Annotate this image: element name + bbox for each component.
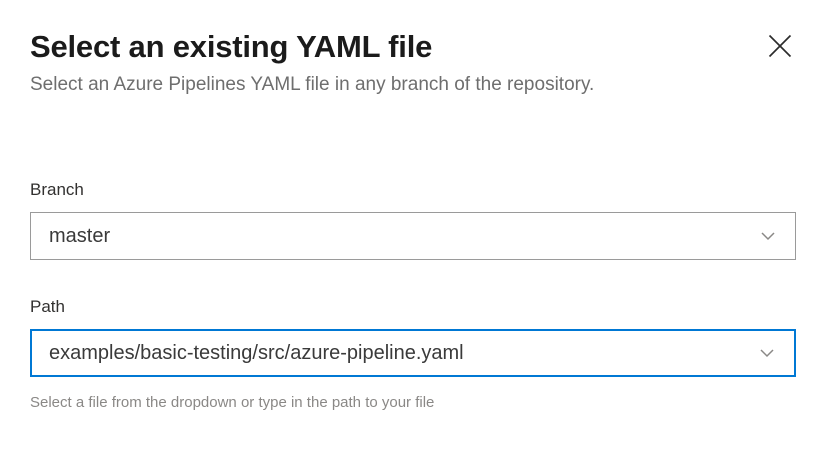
title-row: Select an existing YAML file bbox=[30, 28, 796, 66]
panel-header: Select an existing YAML file Select an A… bbox=[30, 28, 796, 101]
close-icon bbox=[766, 32, 794, 60]
chevron-down-icon bbox=[756, 342, 778, 364]
path-hint: Select a file from the dropdown or type … bbox=[30, 394, 435, 411]
path-field: Path examples/basic-testing/src/azure-pi… bbox=[30, 295, 796, 413]
page-title: Select an existing YAML file bbox=[30, 29, 433, 64]
branch-label: Branch bbox=[30, 180, 84, 199]
path-label: Path bbox=[30, 297, 65, 316]
close-button[interactable] bbox=[760, 26, 800, 66]
branch-value: master bbox=[49, 225, 111, 247]
branch-combobox[interactable]: master bbox=[30, 212, 796, 260]
path-combobox[interactable]: examples/basic-testing/src/azure-pipelin… bbox=[30, 329, 796, 377]
chevron-down-icon bbox=[757, 225, 779, 247]
yaml-file-form: Branch master Path examples/basic-testin… bbox=[30, 178, 796, 413]
field-spacer bbox=[30, 260, 796, 295]
branch-field: Branch master bbox=[30, 178, 796, 260]
path-value: examples/basic-testing/src/azure-pipelin… bbox=[49, 342, 464, 364]
panel-subtitle: Select an Azure Pipelines YAML file in a… bbox=[30, 74, 595, 95]
